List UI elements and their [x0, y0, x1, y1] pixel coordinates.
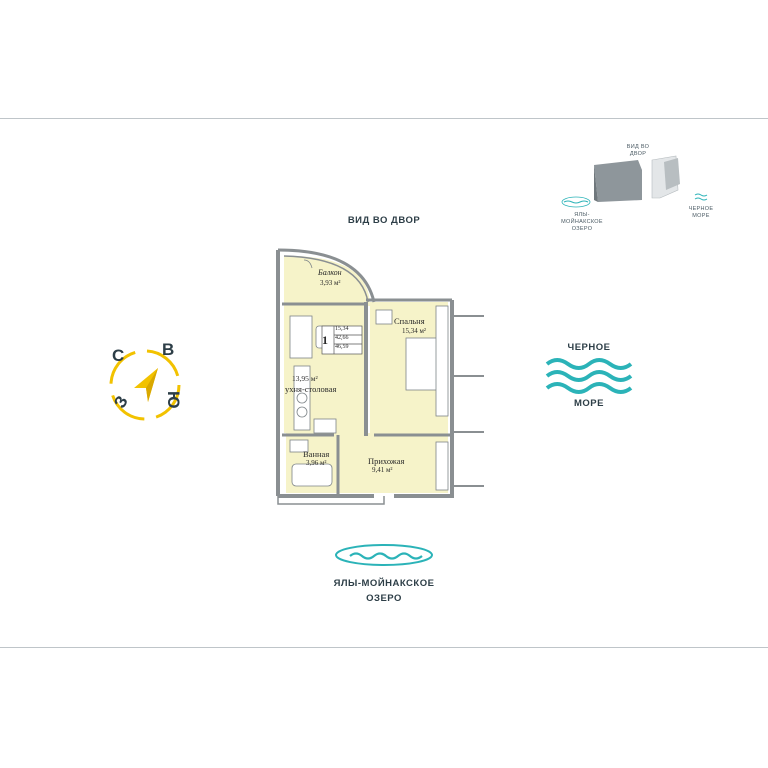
compass-arrow-icon	[134, 368, 158, 402]
wall-stubs-east	[452, 315, 484, 487]
bathtub	[291, 463, 333, 487]
lake-label: ЯЛЫ-МОЙНАКСКОЕ ОЗЕРО	[274, 576, 494, 606]
compass-north: С	[112, 346, 125, 365]
lake-outline	[335, 544, 433, 566]
minimap-lake-wave	[563, 200, 589, 204]
compass	[109, 349, 181, 421]
compass-ring	[109, 349, 181, 421]
wardrobe-bedroom	[435, 305, 449, 417]
compass-arrow-shadow	[146, 368, 158, 402]
balcony-area: 3,93 м²	[320, 279, 341, 287]
bathroom-name: Ванная	[303, 449, 330, 459]
minimap-buildings	[561, 155, 708, 208]
plan-walls	[276, 248, 484, 505]
lake-icon	[335, 544, 433, 566]
sofa	[289, 315, 313, 359]
wall-balcony-curve	[277, 248, 376, 303]
hall-area	[338, 433, 448, 493]
minimap-sea-wave	[694, 193, 708, 197]
hall-name: Прихожая	[368, 456, 405, 466]
courtyard-view-label: ВИД ВО ДВОР	[347, 215, 421, 226]
armchair	[375, 309, 393, 325]
compass-east: В	[162, 340, 175, 359]
compass-south: Ю	[164, 390, 184, 410]
legend-total-living: 42,66	[335, 335, 349, 341]
frame	[0, 118, 768, 648]
floor-plan	[276, 248, 484, 505]
legend-living: 15,34	[335, 326, 349, 332]
toilet	[313, 418, 337, 434]
minimap-lake-icon	[561, 196, 591, 208]
plan-legend-box	[321, 325, 363, 355]
sea-label-line1: ЧЕРНОЕ	[567, 342, 611, 353]
balcony-chair	[303, 259, 313, 269]
bedroom-area: 15,34 м²	[402, 327, 427, 335]
lake-wave	[349, 552, 423, 560]
wall-south-ledge	[277, 496, 385, 505]
legend-total: 46,59	[335, 344, 349, 350]
bedroom-name: Спальня	[394, 316, 425, 326]
minimap-building-side	[594, 165, 598, 202]
washbasin	[289, 439, 309, 453]
minimap-building-main	[594, 160, 642, 202]
legend-room-count: 1	[322, 333, 328, 347]
lake-label-line1: ЯЛЫ-МОЙНАКСКОЕ	[333, 578, 435, 589]
lake-label-line2: ОЗЕРО	[366, 593, 402, 604]
hall-area: 9,41 м²	[372, 466, 393, 474]
kitchen-name: ухня-столовая	[285, 384, 337, 394]
wall-balcony-inner	[283, 255, 369, 303]
legend-frame	[321, 325, 363, 355]
minimap-sea-wave	[694, 197, 708, 201]
sea-label-line2: МОРЕ	[574, 398, 604, 409]
sea-wave	[545, 358, 633, 370]
balcony-name: Балкон	[318, 268, 342, 277]
minimap-building-top	[664, 158, 680, 190]
balcony-area	[284, 256, 370, 306]
wardrobe-hall	[435, 441, 449, 491]
stove	[296, 392, 308, 404]
sea-waves-icon	[545, 358, 633, 394]
sea-wave	[545, 382, 633, 394]
kitchen-area: 13,95 м²	[292, 374, 318, 383]
sea-wave	[545, 370, 633, 382]
bathroom-area: 3,96 м²	[306, 459, 327, 467]
sink	[296, 406, 308, 418]
plan-furniture	[289, 259, 449, 491]
